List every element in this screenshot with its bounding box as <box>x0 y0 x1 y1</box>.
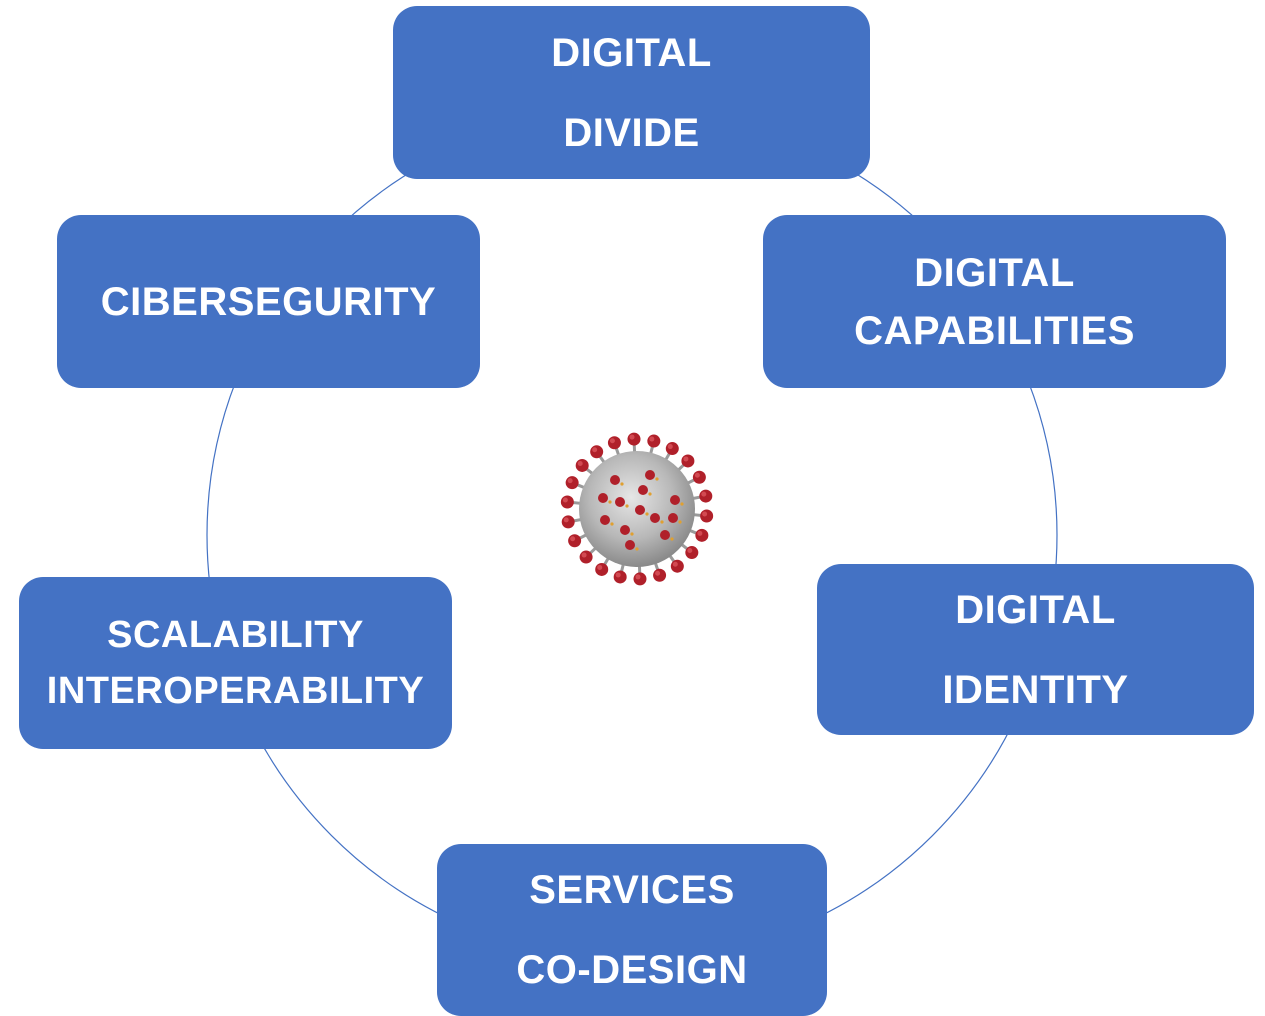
node-label-line: DIGITAL <box>551 30 712 75</box>
node-label-line: SCALABILITY <box>107 614 364 656</box>
node-label-line: CIBERSEGURITY <box>100 279 437 324</box>
node-label-line: INTEROPERABILITY <box>46 670 425 712</box>
node-services-codesign: SERVICES CO-DESIGN <box>437 844 827 1016</box>
node-digital-identity: DIGITAL IDENTITY <box>817 564 1254 735</box>
coronavirus-icon <box>560 432 714 586</box>
node-cibersegurity: CIBERSEGURITY <box>57 215 480 388</box>
node-label-line: DIVIDE <box>563 110 700 155</box>
node-digital-capabilities: DIGITAL CAPABILITIES <box>763 215 1226 388</box>
node-label-line: DIGITAL <box>914 250 1075 295</box>
node-scalability-interoperability: SCALABILITY INTEROPERABILITY <box>19 577 452 749</box>
node-label-line: DIGITAL <box>955 587 1116 632</box>
node-label-line: CAPABILITIES <box>854 308 1135 353</box>
node-label-line: SERVICES <box>529 868 735 912</box>
node-label-line: CO-DESIGN <box>516 948 748 992</box>
node-digital-divide: DIGITAL DIVIDE <box>393 6 870 179</box>
node-label-line: IDENTITY <box>942 667 1129 712</box>
